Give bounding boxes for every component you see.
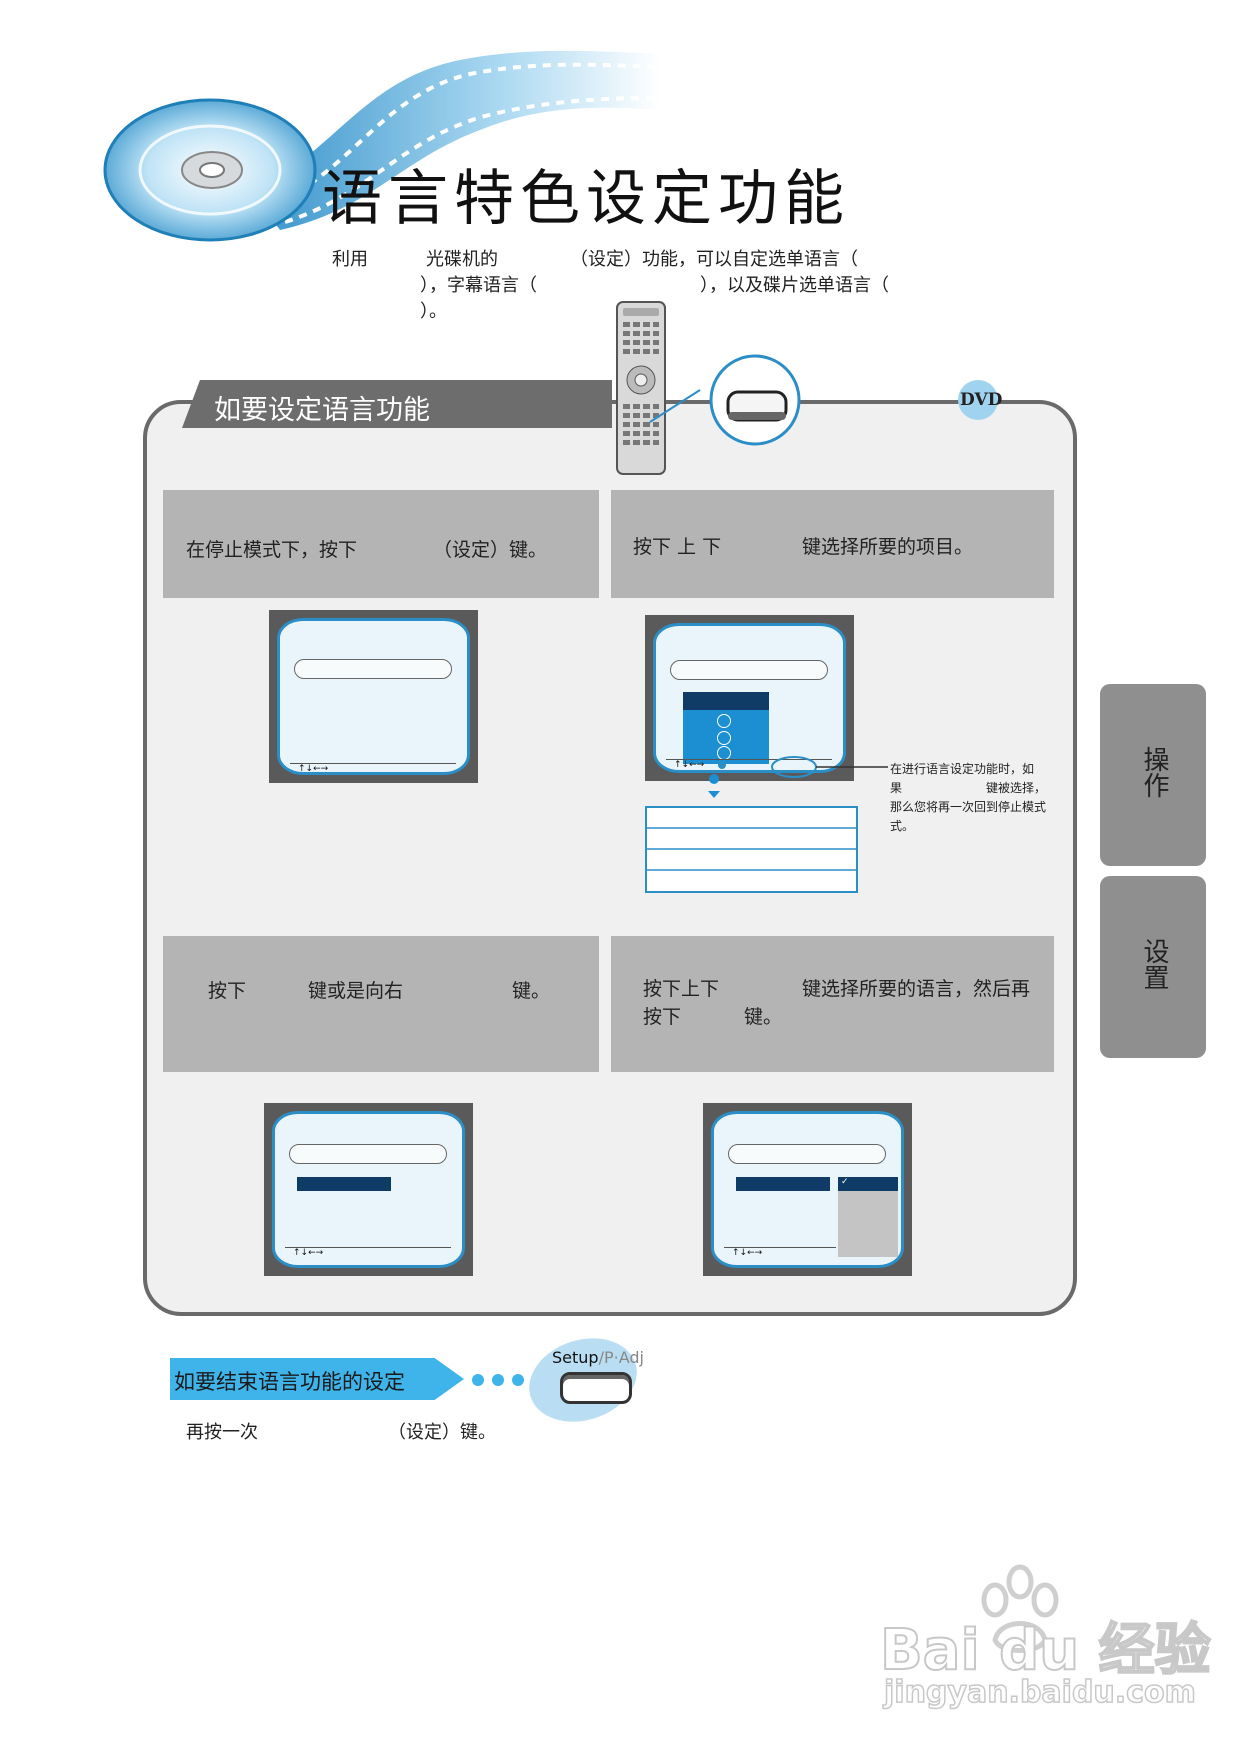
- menu-highlight: [297, 1177, 391, 1191]
- page-title: 语言特色设定功能: [322, 164, 850, 234]
- step-1-text: （设定）键。: [433, 539, 548, 561]
- step-1-text: 在停止模式下，按下: [186, 539, 358, 561]
- nav-hint: ↑↓←→: [298, 764, 329, 774]
- tv-screen-3: ↑↓←→: [264, 1103, 473, 1276]
- nav-hint: ↑↓←→: [732, 1248, 763, 1258]
- note-text: 键被选择，: [986, 781, 1047, 795]
- setup-button[interactable]: [560, 1372, 632, 1404]
- step-3-box: [163, 936, 599, 1072]
- baidu-paw-icon: [981, 1564, 1059, 1653]
- dots-connector: [472, 1374, 524, 1386]
- nav-hint: ↑↓←→: [293, 1248, 324, 1258]
- dvd-badge-text: DVD: [960, 390, 1003, 410]
- step-3-text: 按下: [208, 980, 247, 1002]
- note-text: 果: [890, 781, 903, 795]
- finish-header: 如要结束语言功能的设定: [170, 1358, 464, 1400]
- intro-text: ），以及碟片选单语言（: [700, 275, 889, 296]
- callout-lines: [708, 756, 888, 798]
- intro-text: 利用: [332, 249, 368, 270]
- intro-text: 光碟机的: [426, 249, 498, 270]
- step-4-box: [611, 936, 1054, 1072]
- step-1-box: [163, 490, 599, 598]
- disc-film-decoration: [103, 50, 660, 242]
- tv-screen-1: ↑↓←→: [269, 610, 478, 783]
- intro-text: ），字幕语言（: [420, 275, 537, 296]
- menu-highlight: [736, 1177, 830, 1191]
- watermark-url: jingyan.baidu.com: [883, 1674, 1196, 1711]
- note-text: 那么您将再一次回到停止模式: [890, 800, 1047, 814]
- step-4-text: 键选择所要的语言，然后再: [802, 978, 1031, 1000]
- section-header: 如要设定语言功能: [182, 380, 612, 428]
- finish-text: （设定）键。: [388, 1422, 496, 1443]
- note-text: 在进行语言设定功能时，如: [890, 762, 1035, 776]
- side-tab-operation[interactable]: 操作: [1100, 684, 1206, 866]
- tv-screen-2: ↑↓←→: [645, 615, 854, 781]
- setup-button-label: Setup/P·Adj: [552, 1348, 644, 1367]
- intro-text: （设定）功能，可以自定选单语言（: [570, 249, 858, 270]
- check-mark-icon: ✓: [841, 1177, 849, 1187]
- step-3-text: 键。: [512, 980, 551, 1002]
- option-circle: [717, 731, 731, 745]
- finish-text: 再按一次: [186, 1422, 258, 1443]
- remote-control-icon: [616, 301, 666, 475]
- side-tab-label: 操作: [1139, 746, 1169, 798]
- step-2-box: [611, 490, 1054, 598]
- menu-highlight: [683, 692, 769, 710]
- step-4-text: 按下: [643, 1006, 682, 1028]
- side-tab-label: 设置: [1139, 938, 1169, 990]
- step-4-text: 键。: [744, 1006, 783, 1028]
- nav-hint: ↑↓←→: [674, 760, 705, 770]
- intro-text: ）。: [420, 301, 447, 322]
- dvd-badge: [958, 380, 998, 420]
- note-text: 式。: [890, 819, 915, 833]
- language-selected-row: [838, 1177, 898, 1191]
- step-4-text: 按下上下: [643, 978, 720, 1000]
- step-3-text: 键或是向右: [308, 980, 404, 1002]
- return-icon: [718, 761, 726, 769]
- section-header-text: 如要设定语言功能: [214, 395, 430, 426]
- step-2-text: 按下 上 下: [633, 536, 722, 558]
- option-circle: [717, 714, 731, 728]
- finish-header-text: 如要结束语言功能的设定: [174, 1370, 405, 1394]
- watermark-brand: Bai du 经验: [879, 1617, 1212, 1684]
- side-tab-settings[interactable]: 设置: [1100, 876, 1206, 1058]
- tv-screen-4: ✓ ↑↓←→: [703, 1103, 912, 1276]
- option-list-table: [645, 806, 858, 893]
- step-2-text: 键选择所要的项目。: [802, 536, 974, 558]
- setup-button-zoom: [649, 354, 801, 446]
